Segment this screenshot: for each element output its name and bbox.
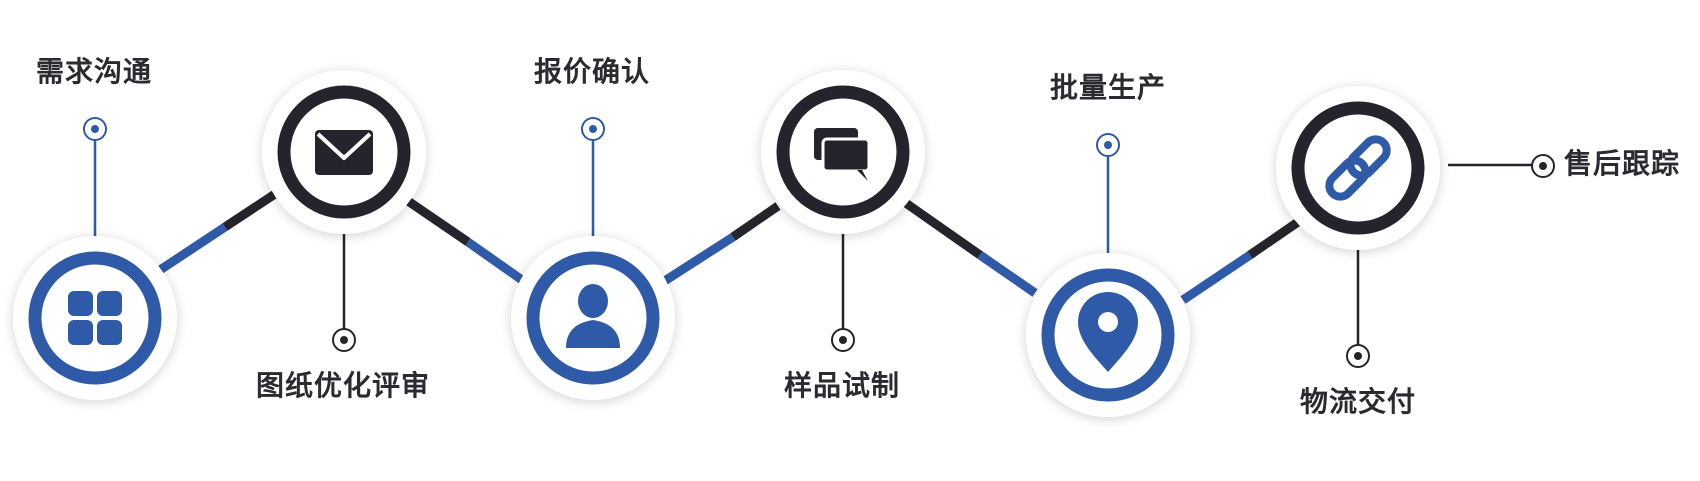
grid-icon: [68, 291, 122, 345]
step-label-1: 需求沟通: [36, 55, 153, 88]
connector-1-2-dark: [222, 190, 278, 231]
connector-3-4-blue: [660, 233, 736, 286]
connector-lines: [157, 190, 1301, 304]
step-node-3: [511, 236, 675, 400]
connector-4-5-blue: [977, 251, 1038, 297]
connector-5-6-dark: [1247, 218, 1301, 259]
step-label-6: 物流交付: [1300, 385, 1417, 418]
step-node-1: [13, 236, 177, 400]
step-label-3: 报价确认: [534, 55, 651, 88]
step-label-7: 售后跟踪: [1564, 147, 1681, 180]
connector-1-2-blue: [157, 223, 228, 274]
label-stems: [83, 117, 1555, 368]
step-label-5: 批量生产: [1050, 71, 1167, 104]
step-node-6: [1276, 86, 1440, 250]
chat-icon: [814, 128, 871, 181]
step-node-4: [761, 70, 925, 234]
step-node-5: [1026, 253, 1190, 417]
connector-3-4-dark: [730, 202, 781, 241]
step-node-2: [262, 70, 426, 234]
step-label-4: 样品试制: [784, 369, 901, 402]
location-pin-icon: [1078, 292, 1138, 372]
step-label-2: 图纸优化评审: [256, 369, 431, 402]
link-icon: [1325, 135, 1391, 201]
connector-4-5-dark: [897, 195, 983, 259]
connector-2-3-blue: [465, 238, 525, 284]
connector-5-6-blue: [1180, 251, 1253, 304]
user-icon: [566, 284, 620, 348]
connector-2-3-dark: [402, 195, 471, 246]
mail-icon: [315, 130, 373, 175]
